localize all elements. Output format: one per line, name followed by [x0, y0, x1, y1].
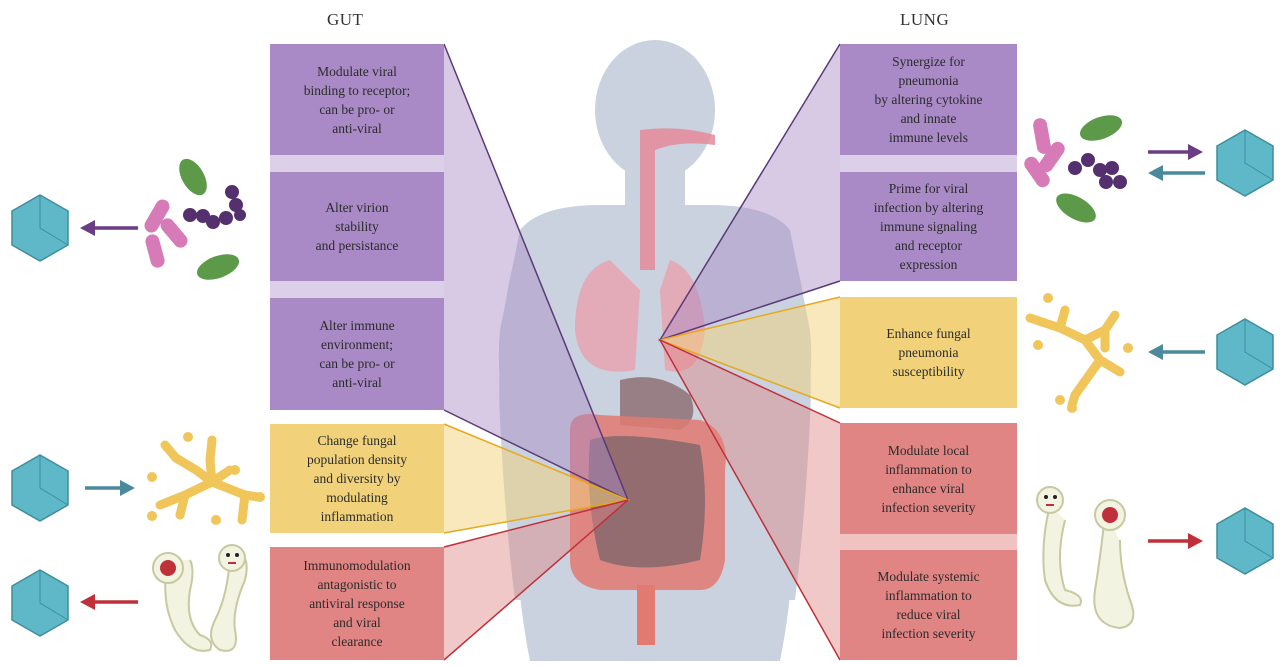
fungi-icon [1030, 310, 1120, 405]
gut-box-2: Alter virion stability and persistance [270, 172, 444, 281]
virus-icon [12, 195, 68, 261]
box-divider [840, 155, 1017, 172]
lung-box-4: Modulate local inflammation to enhance v… [840, 423, 1017, 534]
fungi-spores [1033, 293, 1133, 413]
virus-icon [1217, 130, 1273, 196]
helminth-icon [1037, 487, 1133, 628]
gut-box-3: Alter immune environment; can be pro- or… [270, 298, 444, 410]
bacteria-icon [1022, 110, 1127, 228]
gut-header: GUT [327, 10, 363, 30]
gut-box-1: Modulate viral binding to receptor; can … [270, 44, 444, 155]
lung-box-3: Enhance fungal pneumonia susceptibility [840, 297, 1017, 408]
gut-box-4: Change fungal population density and div… [270, 424, 444, 533]
gut-box-5: Immunomodulation antagonistic to antivir… [270, 547, 444, 660]
box-divider [840, 534, 1017, 550]
arrow-icon [80, 220, 138, 236]
arrow-icon [1148, 165, 1205, 181]
arrow-icon [1148, 344, 1205, 360]
arrow-icon [1148, 533, 1203, 549]
arrow-icon [80, 594, 138, 610]
helminth-icon [153, 545, 247, 651]
lung-box-2: Prime for viral infection by altering im… [840, 172, 1017, 281]
box-divider [270, 155, 444, 172]
virus-icon [1217, 319, 1273, 385]
bacteria-icon [142, 154, 246, 285]
lung-box-1: Synergize for pneumonia by altering cyto… [840, 44, 1017, 155]
lung-box-5: Modulate systemic inflammation to reduce… [840, 550, 1017, 660]
box-divider [270, 281, 444, 298]
virus-icon [12, 455, 68, 521]
fungi-icon [160, 440, 258, 520]
virus-icon [1217, 508, 1273, 574]
virus-icon [12, 570, 68, 636]
arrow-icon [1148, 144, 1203, 160]
arrow-icon [85, 480, 135, 496]
lung-header: LUNG [900, 10, 949, 30]
